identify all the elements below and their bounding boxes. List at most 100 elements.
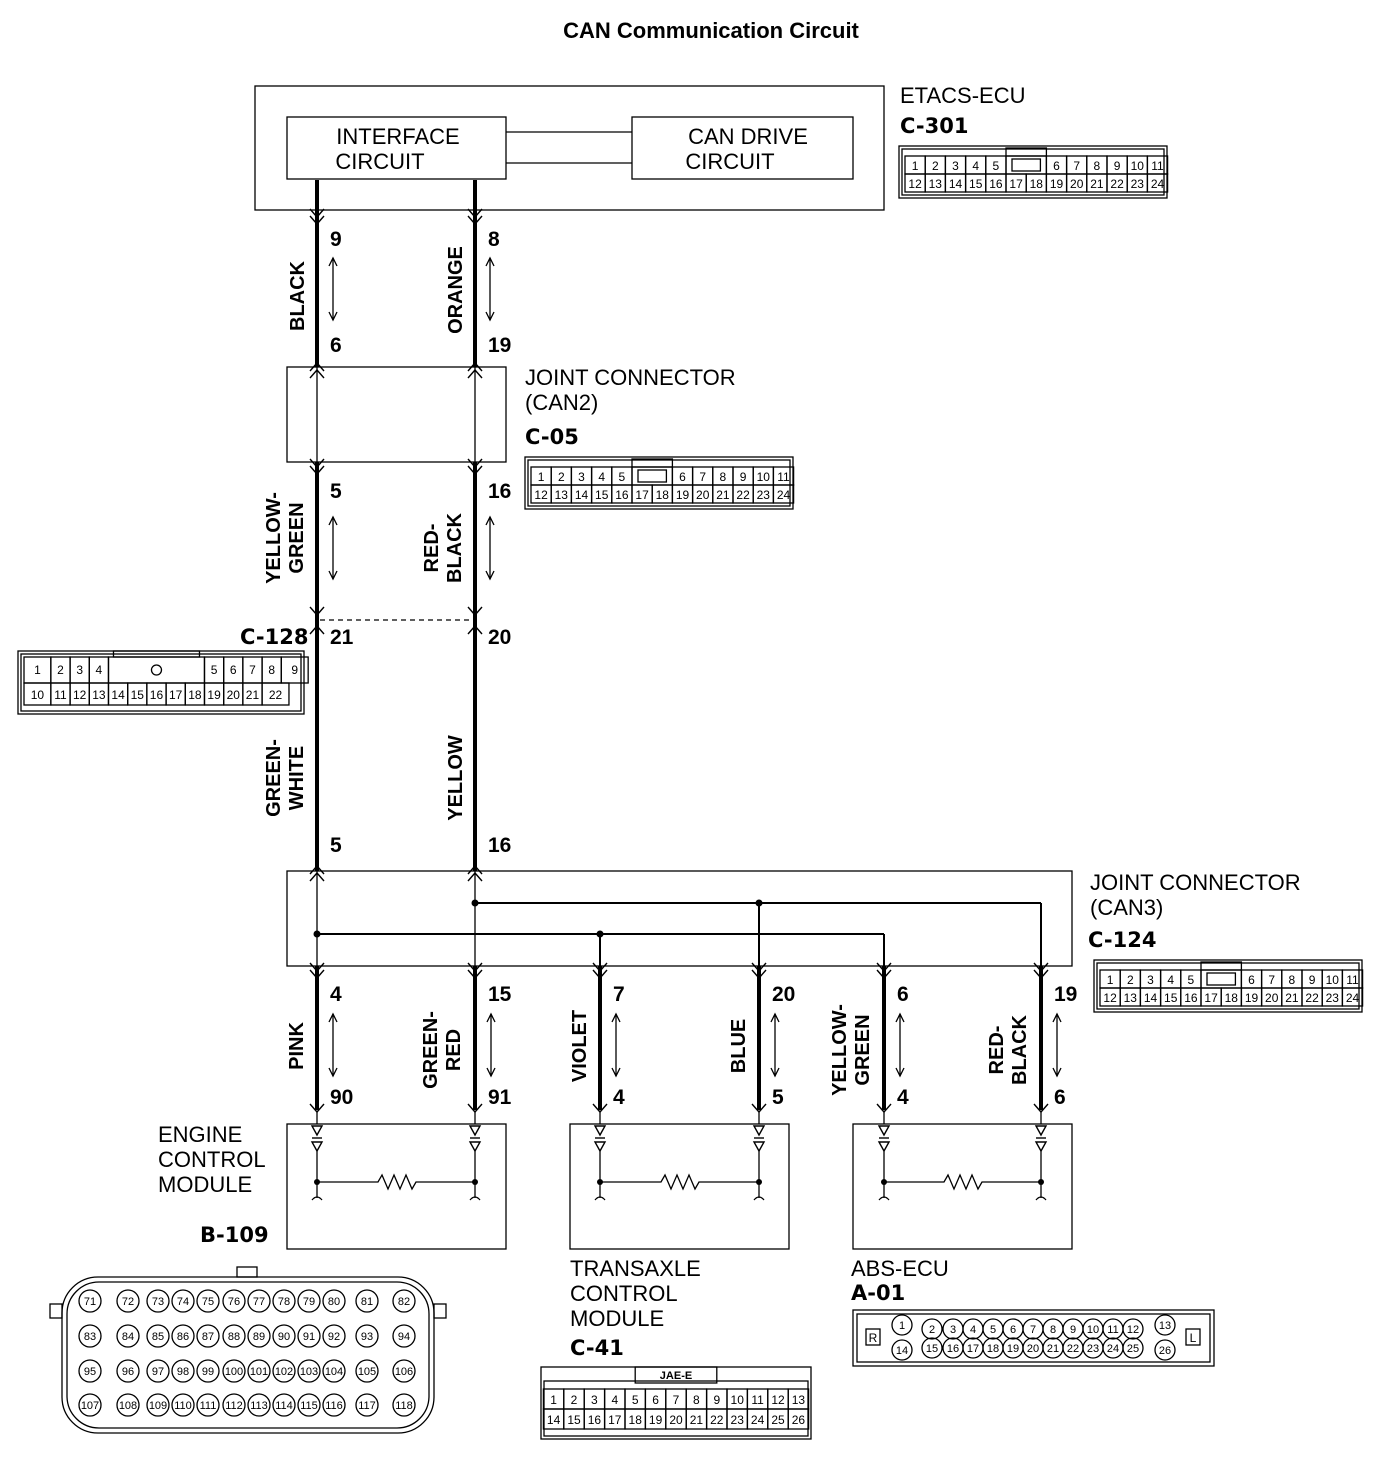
- b109-pin-82: 82: [398, 1296, 410, 1308]
- c301-pin-8: 8: [1094, 159, 1101, 173]
- a01-pin-13: 13: [1159, 1320, 1171, 1332]
- c05-pin-19: 19: [676, 488, 690, 502]
- c301-pin-1: 1: [912, 159, 919, 173]
- b109-pin-90: 90: [278, 1331, 290, 1343]
- c128-pin-16: 16: [150, 688, 164, 702]
- c128-pin-14: 14: [111, 688, 125, 702]
- can-drive-circuit-label: CAN DRIVE: [688, 124, 808, 149]
- c301-pin-15: 15: [969, 177, 983, 191]
- can3-connector-id: C-124: [1088, 928, 1156, 952]
- c301-pin-21: 21: [1090, 177, 1104, 191]
- c124-pin-15: 15: [1164, 991, 1178, 1005]
- b109-pin-73: 73: [152, 1296, 164, 1308]
- c41-pin-16: 16: [588, 1413, 602, 1427]
- c124-pin-18: 18: [1225, 991, 1239, 1005]
- branch-pin-bottom-3: 4: [613, 1086, 625, 1109]
- b109-pin-86: 86: [177, 1331, 189, 1343]
- c124-pin-11: 11: [1346, 973, 1359, 987]
- c05-pin-10: 10: [757, 470, 771, 484]
- c301-pin-22: 22: [1110, 177, 1124, 191]
- a01-pin-11: 11: [1107, 1324, 1118, 1336]
- c301-pin-17: 17: [1009, 177, 1023, 191]
- c124-pin-1: 1: [1107, 973, 1114, 987]
- c05-pin-15: 15: [595, 488, 609, 502]
- c05-pin-14: 14: [575, 488, 589, 502]
- c128-pin-5: 5: [211, 663, 218, 677]
- c05-pin-24: 24: [777, 488, 791, 502]
- c41-pin-25: 25: [771, 1413, 785, 1427]
- c301-pin-19: 19: [1050, 177, 1064, 191]
- b109-pin-102: 102: [275, 1366, 293, 1378]
- pin-can2-6: 6: [330, 334, 342, 357]
- branch-pin-bottom-1: 90: [330, 1086, 353, 1109]
- c41-pin-8: 8: [693, 1393, 700, 1407]
- b109-pin-96: 96: [122, 1366, 134, 1378]
- branch-color-2-2: RED: [443, 1029, 465, 1071]
- b109-pin-118: 118: [395, 1400, 413, 1412]
- c05-pin-2: 2: [558, 470, 565, 484]
- c128-pin-6: 6: [230, 663, 237, 677]
- b109-pin-115: 115: [300, 1400, 318, 1412]
- pin-can2-19: 19: [488, 334, 511, 357]
- c301-pin-18: 18: [1030, 177, 1044, 191]
- wire-color-yellow-green-1: YELLOW-: [263, 492, 285, 584]
- can3-name-2: (CAN3): [1090, 895, 1163, 920]
- c301-pin-16: 16: [989, 177, 1003, 191]
- c41-pin-20: 20: [669, 1413, 683, 1427]
- b109-pin-91: 91: [303, 1331, 315, 1343]
- transaxle-control-module: TRANSAXLE CONTROL MODULE C-41: [569, 1123, 790, 1360]
- branch-pin-top-6: 19: [1054, 983, 1077, 1006]
- b109-pin-89: 89: [253, 1331, 265, 1343]
- c128-pin-2: 2: [57, 663, 64, 677]
- b109-pin-81: 81: [361, 1296, 373, 1308]
- c05-pin-20: 20: [696, 488, 710, 502]
- c128-pin-8: 8: [268, 663, 275, 677]
- pin-can3-5: 5: [330, 834, 342, 857]
- c301-pin-7: 7: [1073, 159, 1080, 173]
- a01-pin-1: 1: [899, 1320, 905, 1332]
- c124-pin-21: 21: [1285, 991, 1299, 1005]
- c05-pin-4: 4: [598, 470, 605, 484]
- c124-pin-4: 4: [1167, 973, 1174, 987]
- joint-connector-can3: JOINT CONNECTOR (CAN3) C-124: [286, 870, 1301, 967]
- c41-pin-22: 22: [710, 1413, 724, 1427]
- c128-pin-15: 15: [131, 688, 145, 702]
- c301-pin-6: 6: [1053, 159, 1060, 173]
- c128-pin-18: 18: [188, 688, 202, 702]
- c124-pin-6: 6: [1248, 973, 1255, 987]
- etacs-connector-id: C-301: [900, 114, 968, 138]
- c301-pin-10: 10: [1131, 159, 1145, 173]
- b109-pin-99: 99: [202, 1366, 214, 1378]
- c128-pin-12: 12: [73, 688, 87, 702]
- b109-pin-98: 98: [177, 1366, 189, 1378]
- c128-pin-22: 22: [269, 688, 283, 702]
- pin-etacs-8: 8: [488, 228, 500, 251]
- c05-pin-6: 6: [679, 470, 686, 484]
- a01-pin-26: 26: [1159, 1345, 1171, 1357]
- b109-pin-92: 92: [328, 1331, 340, 1343]
- abs-connector-id: A-01: [851, 1281, 905, 1305]
- ecm-name-2: CONTROL: [158, 1147, 266, 1172]
- c41-pin-11: 11: [751, 1393, 764, 1407]
- b109-pin-75: 75: [202, 1296, 214, 1308]
- a01-pin-3: 3: [950, 1324, 956, 1336]
- branch-color-6-2: BLACK: [1009, 1014, 1031, 1085]
- c05-pin-9: 9: [740, 470, 747, 484]
- a01-pin-8: 8: [1050, 1324, 1056, 1336]
- branch-color-6-1: RED-: [986, 1026, 1008, 1075]
- c05-pin-5: 5: [619, 470, 626, 484]
- c301-pin-9: 9: [1114, 159, 1121, 173]
- a01-pin-22: 22: [1067, 1343, 1079, 1355]
- c124-pin-10: 10: [1326, 973, 1340, 987]
- branch-color-3: VIOLET: [569, 1010, 591, 1082]
- c41-pin-7: 7: [673, 1393, 680, 1407]
- ecm-connector-id: B-109: [200, 1223, 269, 1247]
- pin-can2-16: 16: [488, 480, 511, 503]
- c05-pin-17: 17: [635, 488, 649, 502]
- c05-pin-16: 16: [615, 488, 629, 502]
- branch-pin-bottom-4: 5: [772, 1086, 784, 1109]
- c124-pin-13: 13: [1124, 991, 1138, 1005]
